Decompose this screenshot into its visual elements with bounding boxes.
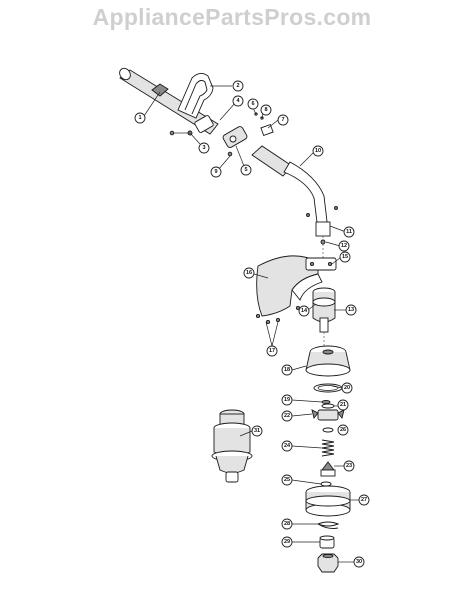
callout-21: 21 (337, 399, 349, 411)
callout-31: 31 (251, 425, 263, 437)
spring (321, 439, 335, 457)
lower-parts (317, 521, 340, 573)
lower-shaft (251, 145, 338, 264)
callout-label: 10 (315, 148, 321, 154)
callout-label: 24 (284, 443, 291, 449)
callout-label: 25 (284, 477, 290, 483)
callout-label: 20 (344, 385, 350, 391)
callout-2: 2 (232, 80, 244, 92)
callout-22: 22 (281, 410, 293, 422)
callout-29: 29 (281, 536, 293, 548)
callout-label: 30 (356, 559, 362, 565)
callout-label: 14 (301, 308, 308, 314)
callout-3: 3 (198, 142, 210, 154)
small-parts-upper (311, 399, 345, 433)
callout-5: 5 (240, 164, 252, 176)
callout-label: 18 (284, 367, 290, 373)
callout-label: 23 (346, 463, 352, 469)
callout-label: 17 (269, 348, 275, 354)
callout-1: 1 (134, 112, 146, 124)
callout-label: 27 (361, 497, 367, 503)
callout-14: 14 (298, 305, 310, 317)
gear-head (295, 257, 337, 352)
trimmer-guard (255, 255, 323, 325)
callout-label: 12 (341, 243, 347, 249)
spool-parts (320, 461, 336, 487)
callout-27: 27 (358, 494, 370, 506)
callout-26: 26 (337, 424, 349, 436)
callout-19: 19 (281, 394, 293, 406)
loop-handle (177, 73, 214, 119)
callout-label: 9 (214, 169, 217, 175)
callout-label: 6 (251, 101, 254, 107)
callout-label: 15 (342, 254, 348, 260)
callout-15: 15 (339, 251, 351, 263)
callout-label: 7 (281, 117, 284, 123)
callout-28: 28 (281, 518, 293, 530)
callout-label: 26 (340, 427, 346, 433)
callout-label: 16 (246, 270, 252, 276)
callout-20: 20 (341, 382, 353, 394)
callout-label: 8 (264, 107, 267, 113)
callout-label: 13 (348, 307, 354, 313)
callout-label: 21 (340, 402, 346, 408)
callout-label: 3 (202, 145, 205, 151)
callout-11: 11 (343, 226, 355, 238)
callout-16: 16 (243, 267, 255, 279)
callout-label: 28 (284, 521, 290, 527)
spool (305, 485, 351, 517)
callout-label: 22 (284, 413, 290, 419)
watermark: AppliancePartsPros.com (92, 4, 372, 30)
assembled-trimmer-head (211, 409, 253, 483)
callout-23: 23 (343, 460, 355, 472)
callout-label: 19 (284, 397, 290, 403)
callout-30: 30 (353, 556, 365, 568)
callout-label: 11 (346, 229, 352, 235)
callout-7: 7 (277, 114, 289, 126)
callout-9: 9 (210, 166, 222, 178)
callout-18: 18 (281, 364, 293, 376)
leader-lines (143, 85, 360, 563)
callout-label: 29 (284, 539, 290, 545)
callout-12: 12 (338, 240, 350, 252)
callout-label: 5 (244, 167, 247, 173)
coupler (222, 112, 274, 157)
washer-o-ring (313, 383, 343, 393)
callout-17: 17 (266, 345, 278, 357)
callout-24: 24 (281, 440, 293, 452)
callout-label: 2 (236, 83, 239, 89)
upper-shaft (119, 67, 219, 135)
callout-label: 31 (254, 428, 260, 434)
callout-13: 13 (345, 304, 357, 316)
callout-10: 10 (312, 145, 324, 157)
callout-4: 4 (232, 95, 244, 107)
hub-cover (305, 345, 351, 377)
callout-6: 6 (247, 98, 259, 110)
callout-label: 1 (138, 115, 141, 121)
callout-25: 25 (281, 474, 293, 486)
callout-label: 4 (236, 98, 240, 104)
callout-8: 8 (260, 104, 272, 116)
